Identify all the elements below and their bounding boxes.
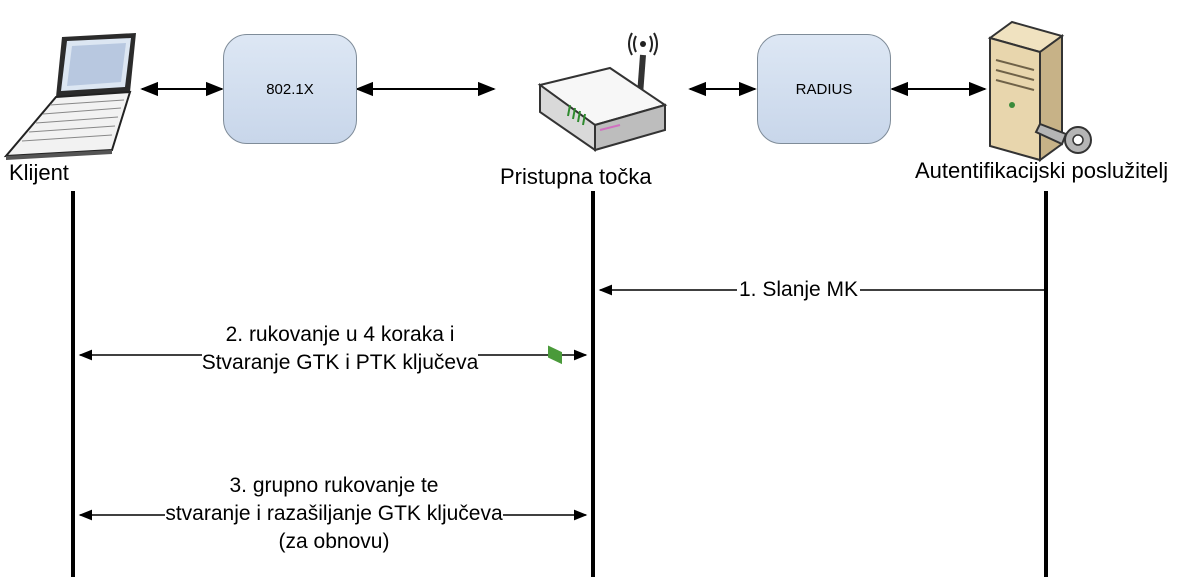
message-2-line1: 2. rukovanje u 4 koraka i: [225, 323, 455, 346]
wireless-access-point-icon: [537, 32, 668, 365]
node-label-access-point: Pristupna točka: [500, 164, 652, 189]
node-label-auth-server: Autentifikacijski poslužitelj: [915, 158, 1169, 183]
message-1-text: 1. Slanje MK: [739, 278, 859, 301]
message-2-line2: Stvaranje GTK i PTK ključeva: [201, 349, 479, 377]
message-3-line2: stvaranje i razašiljanje GTK ključeva: [165, 500, 503, 528]
protocol-label-8021x: 802.1X: [266, 80, 314, 98]
laptop-icon: [3, 33, 136, 160]
protocol-box-8021x: 802.1X: [223, 34, 357, 144]
server-with-key-icon: [987, 20, 1092, 162]
message-3-line3: (za obnovu): [278, 530, 390, 553]
node-label-client: Klijent: [9, 160, 69, 185]
message-3-label: 3. grupno rukovanje te stvaranje i razaš…: [122, 472, 546, 556]
message-1-label: 1. Slanje MK: [737, 276, 861, 304]
message-2-label: 2. rukovanje u 4 koraka i Stvaranje GTK …: [148, 321, 532, 377]
message-3-line1: 3. grupno rukovanje te: [229, 474, 439, 497]
protocol-label-radius: RADIUS: [795, 80, 853, 98]
protocol-box-radius: RADIUS: [757, 34, 891, 144]
